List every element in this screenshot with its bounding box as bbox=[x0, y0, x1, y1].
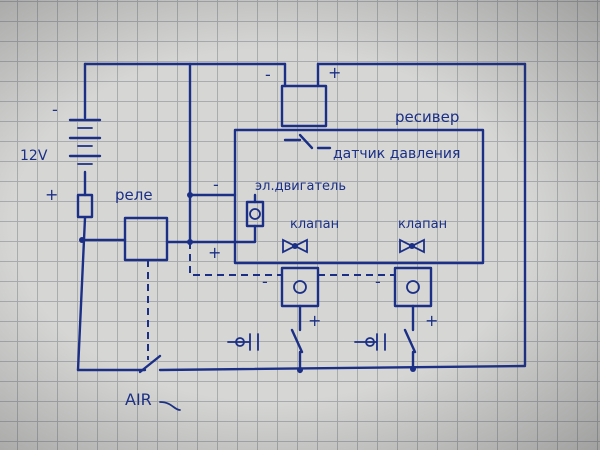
left-wire bbox=[76, 62, 87, 372]
receiver-box bbox=[233, 128, 485, 265]
valve-left-switch bbox=[290, 304, 304, 374]
air-switch-label: AIR bbox=[125, 390, 152, 409]
motor-box bbox=[245, 200, 265, 228]
valve-left-icon bbox=[282, 238, 308, 254]
battery-symbol bbox=[68, 118, 102, 165]
relay-plus-sign: + bbox=[208, 243, 221, 262]
motor-label: эл.двигатель bbox=[255, 179, 346, 194]
valve-right-label: клапан bbox=[398, 217, 447, 232]
valve-right-plus-sign: + bbox=[425, 311, 438, 330]
air-switch-contact bbox=[138, 354, 162, 374]
relay-label: реле bbox=[115, 186, 153, 204]
valve-right-icon bbox=[399, 238, 425, 254]
pressure-sensor-leads bbox=[283, 62, 320, 88]
receiver-label: ресивер bbox=[395, 108, 459, 126]
valve-left-label: клапан bbox=[290, 217, 339, 232]
sensor-minus-sign: - bbox=[265, 65, 271, 84]
valve-left-plus-sign: + bbox=[308, 311, 321, 330]
push-button-left-icon bbox=[227, 333, 259, 351]
motor-icon bbox=[249, 208, 261, 220]
valve-left-box bbox=[280, 266, 320, 308]
battery-plus-sign: + bbox=[45, 185, 58, 204]
valve-right-switch bbox=[403, 304, 417, 372]
relay-box bbox=[123, 216, 169, 262]
pressure-sensor-box bbox=[280, 84, 328, 128]
bottom-wire bbox=[76, 364, 527, 372]
receiver-minus-sign: - bbox=[213, 175, 219, 194]
valve-right-box bbox=[393, 266, 433, 308]
valve-right-junction-dot bbox=[410, 366, 416, 372]
sensor-plus-sign: + bbox=[328, 63, 341, 82]
air-label-tick bbox=[159, 401, 181, 411]
valve-left-coil-icon bbox=[293, 280, 307, 294]
pressure-sensor-label: датчик давления bbox=[333, 146, 460, 162]
valve-ground-dashed-wire bbox=[189, 242, 395, 276]
valve-left-minus-sign: - bbox=[262, 272, 268, 291]
battery-minus-sign: - bbox=[52, 100, 58, 119]
valve-right-minus-sign: - bbox=[375, 272, 381, 291]
valve-right-coil-icon bbox=[406, 280, 420, 294]
push-button-right-icon bbox=[354, 333, 386, 351]
pressure-switch-contact bbox=[283, 133, 332, 150]
voltage-label: 12V bbox=[20, 148, 48, 164]
fuse-symbol bbox=[76, 193, 94, 219]
valve-left-junction-dot bbox=[297, 367, 303, 373]
